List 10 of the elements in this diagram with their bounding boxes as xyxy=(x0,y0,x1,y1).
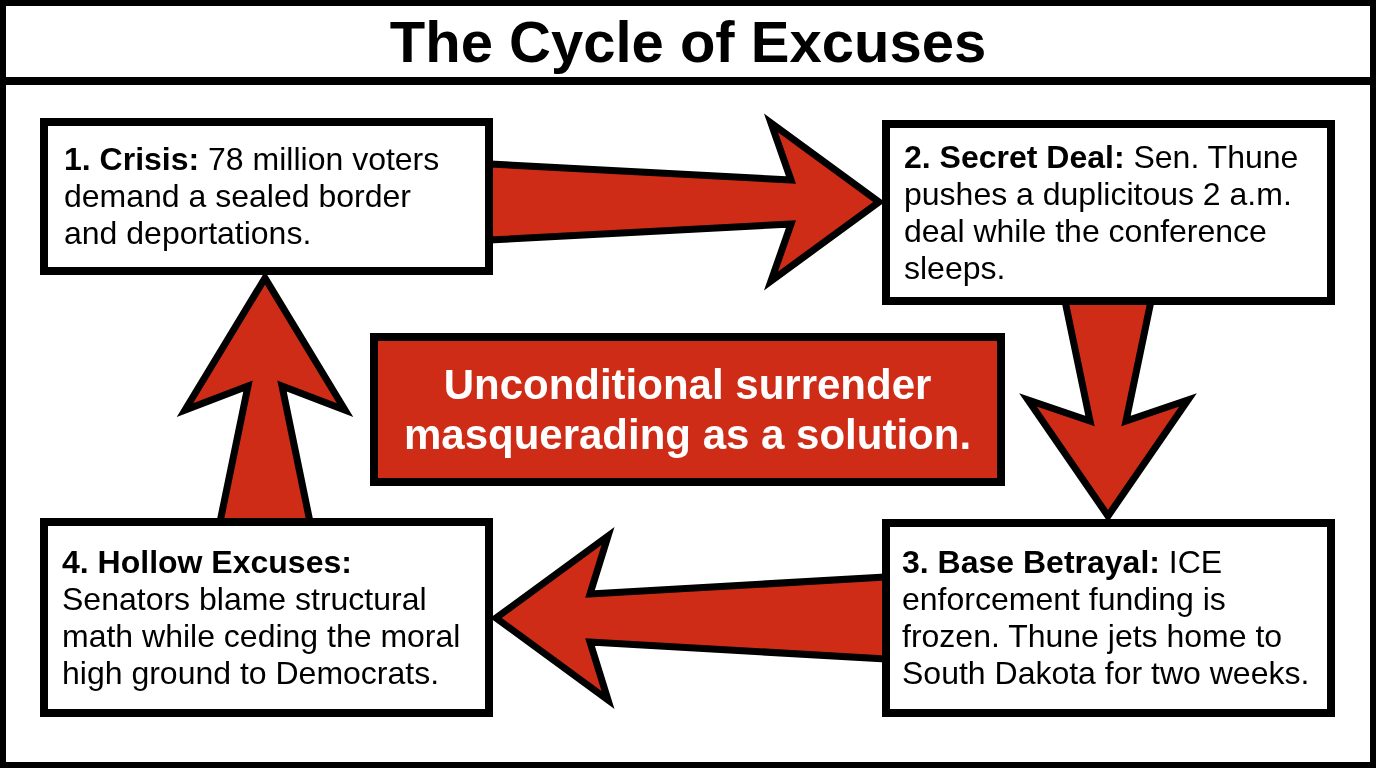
step-box xyxy=(40,118,493,275)
step-text: 4. Hollow Excuses: Senators blame structural math while ceding the moral high ground to Democrats. xyxy=(62,543,462,692)
summary-text: Unconditional surrender masquerading as a solution. xyxy=(402,359,973,460)
step-text: 2. Secret Deal: Sen. Thune pushes a duplicitous 2 a.m. deal while the conference sleeps. xyxy=(904,138,1300,287)
step-box xyxy=(882,120,1335,305)
step-text: 1. Crisis: 78 million voters demand a sealed border and deportations. xyxy=(64,141,441,252)
step-text: 3. Base Betrayal: ICE enforcement funding is frozen. Thune jets home to South Dakota for two weeks. xyxy=(902,544,1311,692)
summary-box xyxy=(370,333,1005,486)
step-box xyxy=(40,518,493,717)
step-box xyxy=(882,519,1335,717)
